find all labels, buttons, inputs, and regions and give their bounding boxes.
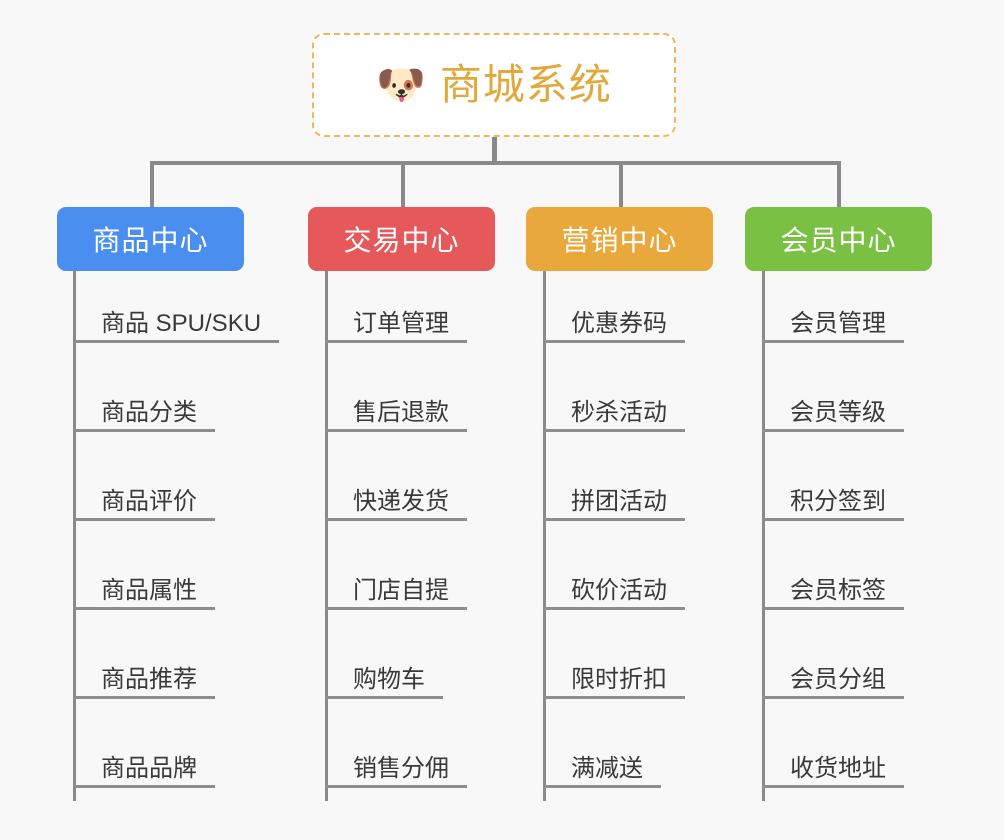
- leaf-item-1-1[interactable]: 商品 SPU/SKU: [73, 291, 280, 343]
- connector-horizontal-bus: [150, 161, 841, 165]
- leaf-label-1-1: 商品 SPU/SKU: [101, 310, 262, 338]
- leaf-label-3-5: 限时折扣: [571, 666, 667, 694]
- shiba-dog-icon: 🐶: [376, 63, 426, 107]
- leaf-label-3-4: 砍价活动: [571, 577, 667, 605]
- leaf-item-2-1[interactable]: 订单管理: [325, 291, 467, 343]
- leaf-item-1-3[interactable]: 商品评价: [73, 469, 215, 521]
- leaf-label-2-5: 购物车: [353, 666, 425, 694]
- connector-drop-3: [619, 161, 623, 209]
- category-label-1: 商品中心: [92, 225, 209, 256]
- leaf-label-4-5: 会员分组: [790, 666, 886, 694]
- leaf-label-2-3: 快递发货: [353, 488, 449, 516]
- category-box-4[interactable]: 会员中心: [745, 207, 932, 271]
- leaf-item-4-1[interactable]: 会员管理: [762, 291, 904, 343]
- leaf-label-2-4: 门店自提: [353, 577, 449, 605]
- category-box-2[interactable]: 交易中心: [308, 207, 495, 271]
- leaf-label-4-6: 收货地址: [790, 755, 886, 783]
- leaf-label-4-2: 会员等级: [790, 399, 886, 427]
- leaf-label-3-3: 拼团活动: [571, 488, 667, 516]
- leaf-item-1-4[interactable]: 商品属性: [73, 558, 215, 610]
- root-node-label: 商城系统: [439, 61, 612, 108]
- spine-category-1: [73, 271, 76, 801]
- leaf-item-3-5[interactable]: 限时折扣: [543, 647, 685, 699]
- spine-category-3: [543, 271, 546, 801]
- leaf-label-2-2: 售后退款: [353, 399, 449, 427]
- leaf-label-4-1: 会员管理: [790, 310, 886, 338]
- leaf-item-4-3[interactable]: 积分签到: [762, 469, 904, 521]
- spine-category-2: [325, 271, 328, 801]
- leaf-item-3-4[interactable]: 砍价活动: [543, 558, 685, 610]
- leaf-item-4-2[interactable]: 会员等级: [762, 380, 904, 432]
- category-label-4: 会员中心: [780, 225, 897, 256]
- leaf-label-1-4: 商品属性: [101, 577, 197, 605]
- leaf-label-1-5: 商品推荐: [101, 666, 197, 694]
- leaf-item-3-6[interactable]: 满减送: [543, 736, 661, 788]
- leaf-label-3-2: 秒杀活动: [571, 399, 667, 427]
- leaf-label-4-4: 会员标签: [790, 577, 886, 605]
- leaf-label-2-6: 销售分佣: [353, 755, 449, 783]
- leaf-item-2-2[interactable]: 售后退款: [325, 380, 467, 432]
- category-box-1[interactable]: 商品中心: [57, 207, 244, 271]
- connector-drop-2: [401, 161, 405, 209]
- leaf-item-2-5[interactable]: 购物车: [325, 647, 443, 699]
- spine-category-4: [762, 271, 765, 801]
- leaf-label-3-1: 优惠券码: [571, 310, 667, 338]
- leaf-item-4-4[interactable]: 会员标签: [762, 558, 904, 610]
- leaf-item-1-5[interactable]: 商品推荐: [73, 647, 215, 699]
- leaf-label-1-2: 商品分类: [101, 399, 197, 427]
- connector-root-stem: [492, 137, 497, 164]
- leaf-label-1-6: 商品品牌: [101, 755, 197, 783]
- category-label-3: 营销中心: [561, 225, 678, 256]
- leaf-item-3-2[interactable]: 秒杀活动: [543, 380, 685, 432]
- leaf-item-1-6[interactable]: 商品品牌: [73, 736, 215, 788]
- leaf-label-2-1: 订单管理: [353, 310, 449, 338]
- root-node-shop-system[interactable]: 🐶 商城系统: [312, 33, 676, 137]
- leaf-item-3-3[interactable]: 拼团活动: [543, 469, 685, 521]
- category-box-3[interactable]: 营销中心: [526, 207, 713, 271]
- connector-drop-4: [837, 161, 841, 209]
- leaf-label-3-6: 满减送: [571, 755, 643, 783]
- leaf-label-4-3: 积分签到: [790, 488, 886, 516]
- leaf-label-1-3: 商品评价: [101, 488, 197, 516]
- category-label-2: 交易中心: [343, 225, 460, 256]
- connector-drop-1: [150, 161, 154, 209]
- leaf-item-4-6[interactable]: 收货地址: [762, 736, 904, 788]
- leaf-item-2-4[interactable]: 门店自提: [325, 558, 467, 610]
- leaf-item-3-1[interactable]: 优惠券码: [543, 291, 685, 343]
- leaf-item-2-6[interactable]: 销售分佣: [325, 736, 467, 788]
- leaf-item-1-2[interactable]: 商品分类: [73, 380, 215, 432]
- leaf-item-2-3[interactable]: 快递发货: [325, 469, 467, 521]
- leaf-item-4-5[interactable]: 会员分组: [762, 647, 904, 699]
